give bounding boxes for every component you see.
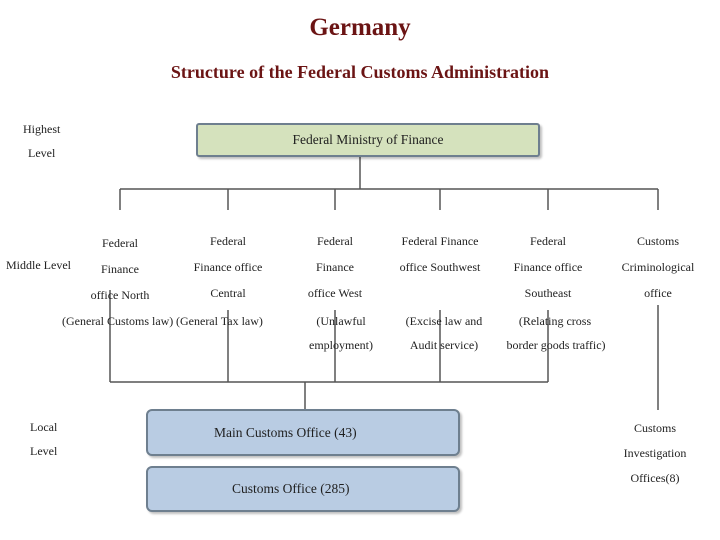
office-central-line-3: Central [210, 286, 246, 300]
office-north-line-1: Federal [102, 236, 138, 250]
level-label-local-2: Level [30, 444, 58, 458]
investigation-line-1: Customs [633, 421, 676, 435]
office-north-line-3: office North [90, 288, 150, 302]
office-southeast-line-3: Southeast [524, 286, 572, 300]
office-southeast-line-2: Finance office [513, 260, 583, 274]
office-criminological-line-1: Customs [636, 234, 679, 248]
office-west-line-3: office West [307, 286, 363, 300]
main-customs-office-box: Main Customs Office (43) [146, 409, 460, 456]
office-criminological-line-3: office [644, 286, 672, 300]
office-north-line-2: Finance [101, 262, 139, 276]
office-central-line-1: Federal [210, 234, 246, 248]
federal-ministry-box: Federal Ministry of Finance [196, 123, 540, 157]
office-southwest-note-1: (Excise law and [405, 314, 483, 328]
investigation-line-3: Offices(8) [630, 471, 680, 485]
level-label-middle: Middle Level [6, 258, 71, 272]
level-label-highest-2: Level [28, 146, 56, 160]
office-west-note-2: employment) [309, 338, 373, 352]
office-west-line-2: Finance [316, 260, 354, 274]
office-southwest-line-2: office Southwest [399, 260, 481, 274]
investigation-line-2: Investigation [623, 446, 687, 460]
office-criminological-line-2: Criminological [621, 260, 695, 274]
level-label-highest-1: Highest [23, 122, 61, 136]
office-central-line-2: Finance office [193, 260, 263, 274]
main-customs-office-label: Main Customs Office (43) [214, 424, 357, 440]
page-title: Germany [309, 14, 411, 41]
office-north-note: (General Customs law) [62, 314, 174, 328]
customs-office-label: Customs Office (285) [232, 481, 350, 496]
office-southwest-line-1: Federal Finance [401, 234, 479, 248]
office-west-note-1: (Unlawful [316, 314, 366, 328]
federal-ministry-label: Federal Ministry of Finance [292, 132, 444, 147]
customs-office-box: Customs Office (285) [146, 466, 460, 512]
office-southeast-note-2: border goods traffic) [506, 338, 606, 352]
level-label-local-1: Local [30, 420, 58, 434]
office-southeast-note-1: (Relating cross [518, 314, 592, 328]
office-central-note: (General Tax law) [176, 314, 263, 328]
page-subtitle: Structure of the Federal Customs Adminis… [170, 62, 550, 82]
office-southwest-note-2: Audit service) [409, 338, 479, 352]
office-west-line-1: Federal [317, 234, 353, 248]
office-southeast-line-1: Federal [530, 234, 566, 248]
